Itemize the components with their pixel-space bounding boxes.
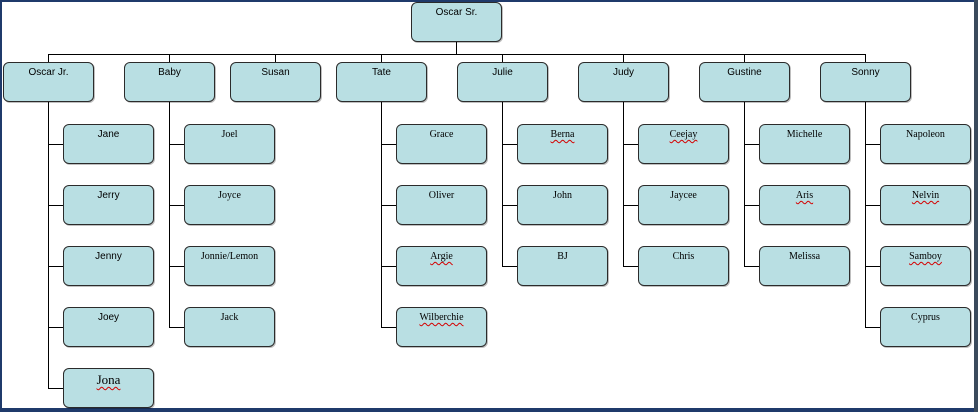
branch-jona bbox=[48, 388, 64, 389]
node-jane[interactable]: Jane bbox=[63, 124, 154, 164]
branch-cyprus bbox=[865, 327, 881, 328]
node-wilberchie[interactable]: Wilberchie bbox=[396, 307, 487, 347]
node-child-judy[interactable]: Judy bbox=[578, 62, 669, 102]
connector-child-2 bbox=[275, 54, 276, 62]
node-child-tate[interactable]: Tate bbox=[336, 62, 427, 102]
node-michelle[interactable]: Michelle bbox=[759, 124, 850, 164]
connector-child-0 bbox=[48, 54, 49, 62]
node-samboy[interactable]: Samboy bbox=[880, 246, 971, 286]
branch-wilberchie bbox=[381, 327, 397, 328]
branch-bj bbox=[502, 266, 518, 267]
node-melissa[interactable]: Melissa bbox=[759, 246, 850, 286]
node-bj[interactable]: BJ bbox=[517, 246, 608, 286]
branch-melissa bbox=[744, 266, 760, 267]
frame-border-left bbox=[0, 0, 2, 412]
branch-jonnie-lemon bbox=[169, 266, 185, 267]
spine-tate bbox=[381, 102, 382, 328]
connector-child-7 bbox=[865, 54, 866, 62]
branch-chris bbox=[623, 266, 639, 267]
branch-argie bbox=[381, 266, 397, 267]
node-child-gustine[interactable]: Gustine bbox=[699, 62, 790, 102]
spine-gustine bbox=[744, 102, 745, 267]
connector-child-6 bbox=[744, 54, 745, 62]
frame-border-top bbox=[0, 0, 978, 2]
spine-julie bbox=[502, 102, 503, 267]
frame-border-bottom bbox=[0, 408, 978, 412]
node-root[interactable]: Oscar Sr. bbox=[411, 2, 502, 42]
spine-judy bbox=[623, 102, 624, 267]
node-child-susan[interactable]: Susan bbox=[230, 62, 321, 102]
node-aris[interactable]: Aris bbox=[759, 185, 850, 225]
branch-jenny bbox=[48, 266, 64, 267]
node-jonnie-lemon[interactable]: Jonnie/Lemon bbox=[184, 246, 275, 286]
branch-john bbox=[502, 205, 518, 206]
spine-sonny bbox=[865, 102, 866, 328]
spine-baby bbox=[169, 102, 170, 328]
branch-nelvin bbox=[865, 205, 881, 206]
node-nelvin[interactable]: Nelvin bbox=[880, 185, 971, 225]
node-ceejay[interactable]: Ceejay bbox=[638, 124, 729, 164]
node-oliver[interactable]: Oliver bbox=[396, 185, 487, 225]
node-joyce[interactable]: Joyce bbox=[184, 185, 275, 225]
connector-child-5 bbox=[623, 54, 624, 62]
branch-joel bbox=[169, 144, 185, 145]
node-cyprus[interactable]: Cyprus bbox=[880, 307, 971, 347]
node-jack[interactable]: Jack bbox=[184, 307, 275, 347]
connector-child-4 bbox=[502, 54, 503, 62]
branch-jack bbox=[169, 327, 185, 328]
branch-aris bbox=[744, 205, 760, 206]
branch-jane bbox=[48, 144, 64, 145]
node-chris[interactable]: Chris bbox=[638, 246, 729, 286]
branch-napoleon bbox=[865, 144, 881, 145]
frame-border-right bbox=[974, 0, 978, 412]
branch-jerry bbox=[48, 205, 64, 206]
connector-children-bus bbox=[48, 54, 866, 55]
branch-joey bbox=[48, 327, 64, 328]
node-grace[interactable]: Grace bbox=[396, 124, 487, 164]
branch-joyce bbox=[169, 205, 185, 206]
node-jenny[interactable]: Jenny bbox=[63, 246, 154, 286]
node-berna[interactable]: Berna bbox=[517, 124, 608, 164]
branch-michelle bbox=[744, 144, 760, 145]
node-jerry[interactable]: Jerry bbox=[63, 185, 154, 225]
branch-jaycee bbox=[623, 205, 639, 206]
branch-oliver bbox=[381, 205, 397, 206]
connector-child-1 bbox=[169, 54, 170, 62]
node-john[interactable]: John bbox=[517, 185, 608, 225]
node-child-baby[interactable]: Baby bbox=[124, 62, 215, 102]
node-jaycee[interactable]: Jaycee bbox=[638, 185, 729, 225]
connector-child-3 bbox=[381, 54, 382, 62]
node-joel[interactable]: Joel bbox=[184, 124, 275, 164]
branch-samboy bbox=[865, 266, 881, 267]
node-child-oscar-jr[interactable]: Oscar Jr. bbox=[3, 62, 94, 102]
spine-oscar-jr bbox=[48, 102, 49, 389]
connector-root-down bbox=[456, 42, 457, 54]
node-argie[interactable]: Argie bbox=[396, 246, 487, 286]
branch-ceejay bbox=[623, 144, 639, 145]
node-child-julie[interactable]: Julie bbox=[457, 62, 548, 102]
node-jona[interactable]: Jona bbox=[63, 368, 154, 408]
branch-grace bbox=[381, 144, 397, 145]
node-joey[interactable]: Joey bbox=[63, 307, 154, 347]
node-child-sonny[interactable]: Sonny bbox=[820, 62, 911, 102]
branch-berna bbox=[502, 144, 518, 145]
node-napoleon[interactable]: Napoleon bbox=[880, 124, 971, 164]
